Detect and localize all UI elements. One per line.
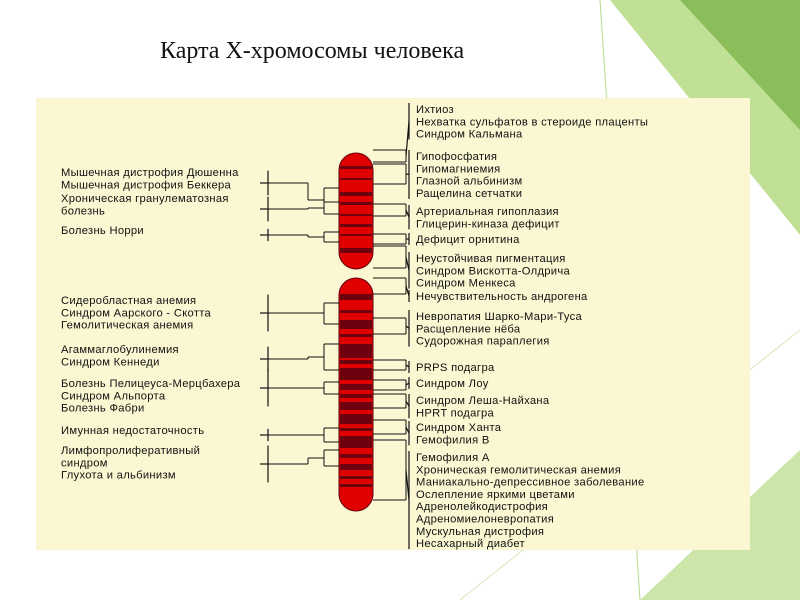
green-corner-shape-dark [680, 0, 800, 130]
right-disease-label: Судорожная параплегия [416, 336, 550, 348]
right-disease-label: Синдром Ханта [416, 422, 502, 434]
left-disease-label: Глухота и альбинизм [61, 470, 176, 482]
left-disease-label: Болезнь Пелицеуса-Мерцбахера [61, 378, 241, 390]
chromosome-band [340, 344, 372, 358]
right-disease-label: Ихтиоз [416, 104, 454, 116]
left-disease-label: Болезнь Норри [61, 225, 144, 237]
left-disease-label: Синдром Аарского - Скотта [61, 307, 212, 319]
chromosome-band [340, 202, 372, 205]
chromosome-band [340, 320, 372, 329]
right-disease-label: Ращелина сетчатки [416, 188, 522, 200]
right-disease-label: Глицерин-киназа дефицит [416, 218, 560, 230]
right-disease-label: Адреномиелоневропатия [416, 514, 554, 526]
chromosome-band [340, 484, 372, 487]
chromosome-band [340, 334, 372, 337]
slide-title: Карта Х-хромосомы человека [160, 38, 465, 64]
right-disease-label: Нехватка сульфатов в стероиде плаценты [416, 116, 648, 128]
chromosome-band [340, 394, 372, 398]
left-disease-label: синдром [61, 457, 108, 469]
right-disease-label: Гипомагниемия [416, 163, 501, 175]
right-disease-label: Нечувствительность андрогена [416, 291, 588, 303]
left-disease-label: Болезнь Фабри [61, 403, 145, 415]
left-disease-label: Лимфопролиферативный [61, 445, 200, 457]
chromosome-band [340, 476, 372, 479]
left-disease-label: Имунная недостаточность [61, 425, 204, 437]
chromosome-band [340, 192, 372, 196]
chromosome-band [340, 294, 372, 300]
left-disease-label: Гемолитическая анемия [61, 320, 193, 332]
right-disease-label: Ослепление яркими цветами [416, 489, 575, 501]
left-disease-label: Мышечная дистрофия Дюшенна [61, 167, 239, 179]
right-disease-label: Синдром Вискотта-Олдрича [416, 265, 570, 277]
right-disease-label: Глазной альбинизм [416, 176, 523, 188]
left-disease-label: Синдром Альпорта [61, 390, 166, 402]
right-disease-label: PRPS подагра [416, 362, 495, 374]
right-disease-label: Синдром Менкеса [416, 278, 516, 290]
right-disease-label: Маниакально-депрессивное заболевание [416, 477, 645, 489]
right-disease-label: Синдром Лоу [416, 378, 489, 390]
right-disease-label: Гемофилия А [416, 452, 490, 464]
right-disease-label: Гипофосфатия [416, 151, 497, 163]
right-disease-label: Артериальная гипоплазия [416, 206, 559, 218]
chromosome-band [340, 428, 372, 431]
chromosome-band [340, 464, 372, 470]
left-disease-label: Сидеробластная анемия [61, 295, 196, 307]
right-disease-label: HPRT подагра [416, 407, 495, 419]
right-disease-label: Синдром Кальмана [416, 129, 523, 141]
left-disease-label: Агаммаглобулинемия [61, 344, 179, 356]
right-disease-label: Гемофилия В [416, 434, 490, 446]
chromosome-short-arm [338, 152, 374, 270]
left-disease-label: Хроническая гранулематозная [61, 193, 229, 205]
chromosome-band [340, 178, 372, 180]
chromosome-band [340, 224, 372, 227]
left-disease-label: Мышечная дистрофия Беккера [61, 179, 232, 191]
chromosome-band [340, 402, 372, 410]
right-disease-label: Адренолейкодистрофия [416, 501, 548, 513]
chromosome-band [340, 234, 372, 236]
chromosome-band [340, 368, 372, 380]
right-disease-label: Невропатия Шарко-Мари-Туса [416, 311, 583, 323]
right-disease-label: Неустойчивая пигментация [416, 253, 566, 265]
chromosome-band [340, 436, 372, 448]
right-disease-label: Мускульная дистрофия [416, 526, 544, 538]
chromosome-band [340, 384, 372, 390]
chromosome-band [340, 248, 372, 253]
chromosome-band [340, 360, 372, 364]
left-disease-label: Синдром Кеннеди [61, 356, 160, 368]
right-disease-label: Хроническая гемолитическая анемия [416, 464, 621, 476]
chromosome-band [340, 454, 372, 458]
chromosome-band [340, 414, 372, 424]
right-disease-label: Несахарный диабет [416, 538, 525, 550]
chromosome-band [340, 166, 372, 169]
chromosome-band [340, 310, 372, 313]
right-disease-label: Синдром Леша-Найхана [416, 395, 550, 407]
right-disease-label: Дефицит орнитина [416, 234, 520, 246]
left-disease-label: болезнь [61, 205, 105, 217]
chromosome-band [340, 214, 372, 216]
right-disease-label: Расщепление нёба [416, 323, 521, 335]
